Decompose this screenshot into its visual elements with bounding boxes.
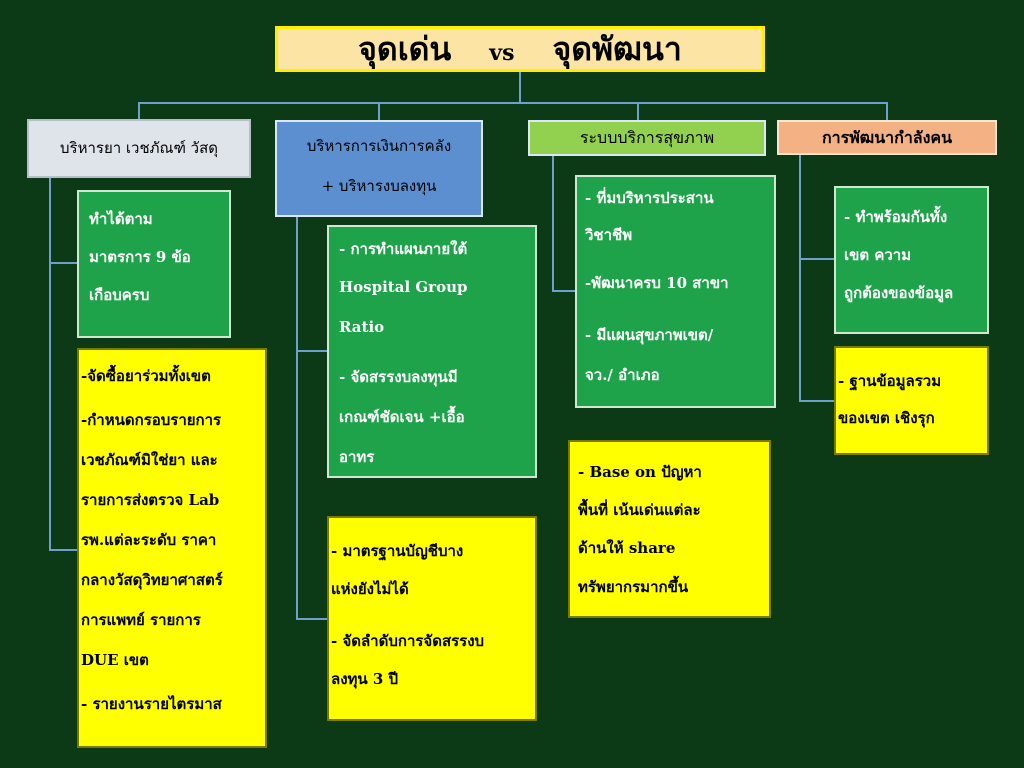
header-workforce: การพัฒนากำลังคน <box>777 120 997 155</box>
yellow-line: -จัดซื้อยาร่วมทั้งเขต <box>81 367 211 385</box>
connector-col2-yellow <box>296 618 328 620</box>
green-line: - ที่มบริหารประสาน <box>585 189 714 207</box>
connector-col4-green <box>799 258 834 260</box>
yellow-line: พื้นที่ เน้นเด่นแต่ละ <box>578 501 701 519</box>
yellow-box-workforce: - ฐานข้อมูลรวม ของเขต เชิงรุก <box>834 346 989 455</box>
yellow-line: แห่งยังไม่ได้ <box>331 580 409 598</box>
green-line: Hospital Group <box>339 278 468 296</box>
green-line: -พัฒนาครบ 10 สาขา <box>585 274 729 292</box>
connector-drop-1 <box>138 102 140 120</box>
title-strengths: จุดเด่น <box>358 30 452 68</box>
green-line: จว./ อำเภอ <box>585 366 660 384</box>
green-box-health-service: - ที่มบริหารประสาน วิชาชีพ -พัฒนาครบ 10 … <box>575 175 776 408</box>
green-line: - ทำพร้อมกันทั้ง <box>844 208 948 226</box>
yellow-box-finance-investment: - มาตรฐานบัญชีบาง แห่งยังไม่ได้ - จัดลำด… <box>327 516 537 721</box>
header-line: + บริหารงบลงทุน <box>321 177 437 195</box>
green-line: วิชาชีพ <box>585 226 633 244</box>
title-vs: vs <box>489 40 515 66</box>
yellow-line: กลางวัสดุวิทยาศาสตร์ <box>81 571 223 589</box>
green-line: ทำได้ตาม <box>89 210 153 228</box>
yellow-line: เวชภัณฑ์มิใช่ยา และ <box>81 451 218 469</box>
header-drug-supplies: บริหารยา เวชภัณฑ์ วัสดุ <box>27 119 251 178</box>
yellow-line: ลงทุน 3 ปี <box>331 670 399 688</box>
green-line: - จัดสรรงบลงทุนมี <box>339 368 458 386</box>
green-box-drug-supplies: ทำได้ตาม มาตรการ 9 ข้อ เกือบครบ <box>77 190 231 338</box>
connector-col3-vertical <box>552 156 554 292</box>
green-line: อาทร <box>339 448 375 466</box>
connector-drop-4 <box>886 102 888 120</box>
title-improvements: จุดพัฒนา <box>552 30 682 68</box>
green-box-workforce: - ทำพร้อมกันทั้ง เขต ความ ถูกต้องของข้อม… <box>834 186 989 334</box>
green-line: มาตรการ 9 ข้อ <box>89 248 191 266</box>
connector-col4-vertical <box>799 155 801 401</box>
connector-drop-2 <box>378 102 380 120</box>
yellow-line: รพ.แต่ละระดับ ราคา <box>81 531 217 549</box>
connector-col1-yellow <box>49 549 77 551</box>
green-box-finance-investment: - การทำแผนภายใต้ Hospital Group Ratio - … <box>327 225 537 478</box>
green-line: ถูกต้องของข้อมูล <box>844 284 954 302</box>
green-line: เขต ความ <box>844 246 912 264</box>
green-line: Ratio <box>339 318 385 336</box>
yellow-line: ทรัพยากรมากขึ้น <box>578 578 689 596</box>
connector-col3-green <box>552 290 575 292</box>
connector-top-bar <box>138 102 888 104</box>
connector-col4-yellow <box>799 400 834 402</box>
yellow-line: - ฐานข้อมูลรวม <box>838 372 942 390</box>
green-line: เกือบครบ <box>89 286 150 304</box>
green-line: - การทำแผนภายใต้ <box>339 240 468 258</box>
connector-col2-green <box>296 350 328 352</box>
yellow-line: การแพทย์ รายการ <box>81 611 201 629</box>
connector-col2-vertical <box>296 216 298 619</box>
yellow-line: - จัดลำดับการจัดสรรงบ <box>331 632 485 650</box>
yellow-line: -กำหนดกรอบรายการ <box>81 411 222 429</box>
green-line: - มีแผนสุขภาพเขต/ <box>585 326 714 344</box>
yellow-line: รายการส่งตรวจ Lab <box>81 491 220 509</box>
yellow-line: ของเขต เชิงรุก <box>838 409 935 427</box>
header-finance-investment: บริหารการเงินการคลัง + บริหารงบลงทุน <box>275 120 483 217</box>
connector-drop-3 <box>637 102 639 120</box>
connector-col1-green <box>49 262 77 264</box>
header-health-service: ระบบบริการสุขภาพ <box>528 120 766 156</box>
yellow-line: - มาตรฐานบัญชีบาง <box>331 542 464 560</box>
diagram-title: จุดเด่น vs จุดพัฒนา <box>275 26 765 72</box>
yellow-line: - รายงานรายไตรมาส <box>81 695 222 713</box>
yellow-line: ด้านให้ share <box>578 539 676 557</box>
header-line: บริหารการเงินการคลัง <box>306 137 452 155</box>
yellow-box-drug-supplies: -จัดซื้อยาร่วมทั้งเขต -กำหนดกรอบรายการ เ… <box>77 348 267 748</box>
green-line: เกณฑ์ชัดเจน +เอื้อ <box>339 408 465 426</box>
connector-col1-vertical <box>49 178 51 550</box>
connector-title-stem <box>519 72 521 103</box>
yellow-line: DUE เขต <box>81 651 149 669</box>
yellow-line: - Base on ปัญหา <box>578 463 702 481</box>
yellow-box-health-service: - Base on ปัญหา พื้นที่ เน้นเด่นแต่ละ ด้… <box>568 440 771 618</box>
